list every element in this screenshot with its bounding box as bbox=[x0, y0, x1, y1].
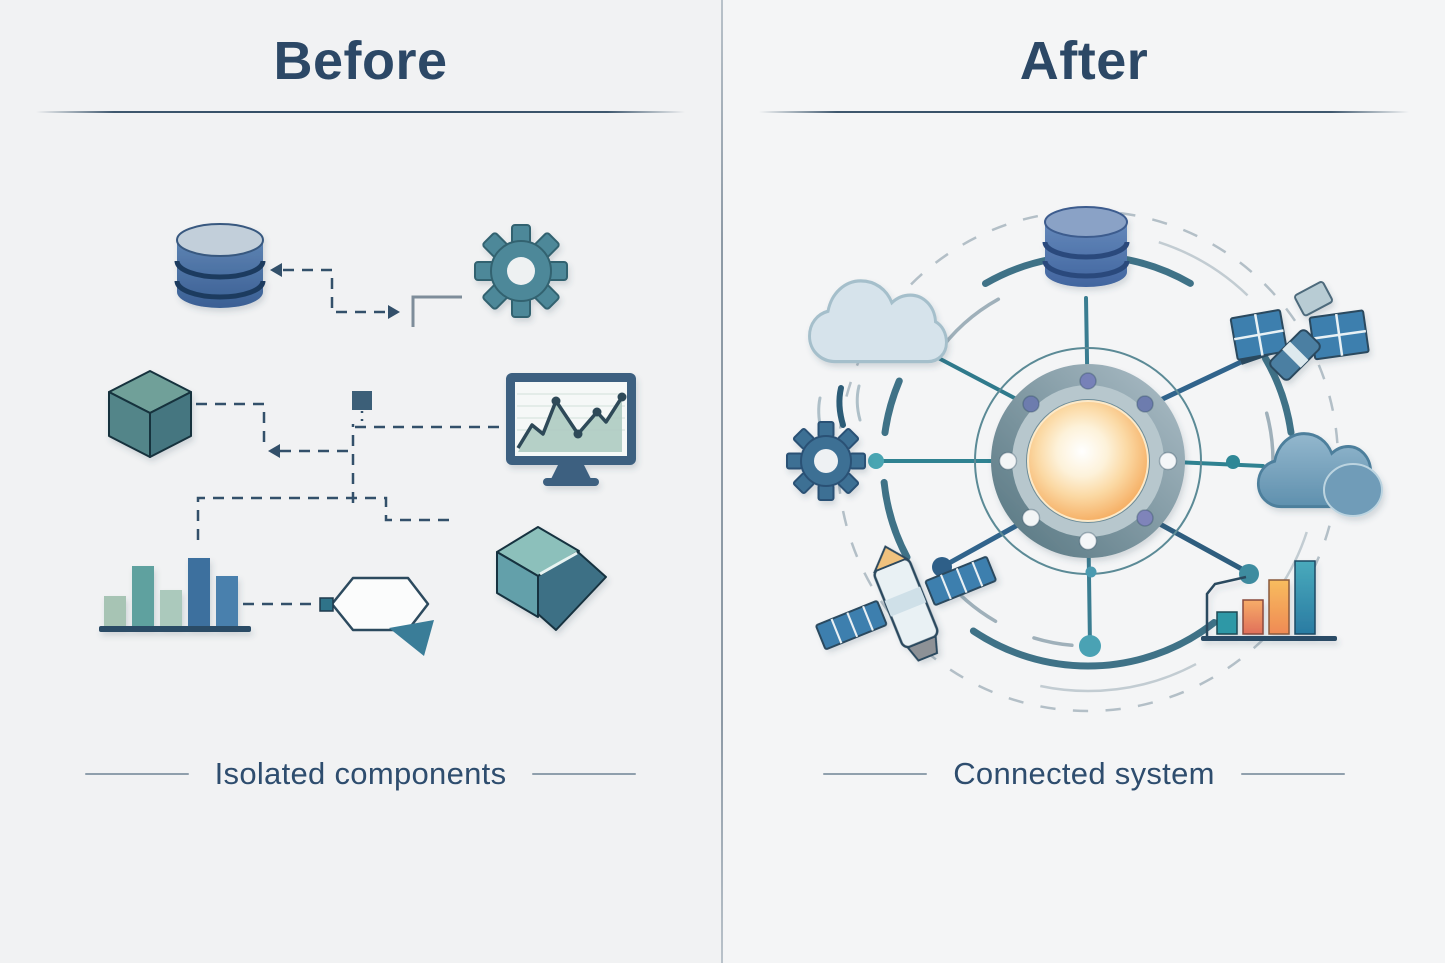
gear-icon bbox=[786, 421, 866, 501]
caption-line-right bbox=[532, 773, 637, 775]
dashed-connectors bbox=[196, 268, 503, 606]
solar-satellite-icon bbox=[1229, 281, 1370, 381]
after-caption: Connected system bbox=[953, 756, 1215, 791]
hexagon-flowchart-icon bbox=[319, 576, 434, 656]
bar-chart-icon bbox=[99, 558, 251, 632]
before-caption: Isolated components bbox=[214, 756, 507, 791]
after-caption-row: Connected system bbox=[723, 756, 1445, 792]
after-panel: After bbox=[723, 0, 1445, 963]
hub-node-dots bbox=[998, 372, 1178, 551]
database-icon bbox=[174, 223, 266, 308]
connector-arrowheads bbox=[268, 263, 400, 458]
package-box-icon bbox=[496, 526, 607, 631]
monitor-chart-icon bbox=[506, 373, 636, 486]
cube-icon bbox=[108, 370, 192, 458]
after-illustration bbox=[786, 206, 1383, 713]
after-title: After bbox=[1019, 31, 1149, 91]
cloud-icon-right bbox=[1256, 432, 1383, 517]
caption-line-left bbox=[823, 773, 928, 775]
corner-bracket-line bbox=[411, 295, 462, 327]
caption-line-right bbox=[1240, 773, 1345, 775]
gear-icon bbox=[474, 224, 568, 318]
after-title-underline bbox=[759, 111, 1409, 113]
bar-chart-icon bbox=[1201, 560, 1337, 641]
database-icon bbox=[1042, 206, 1130, 287]
small-square-node bbox=[352, 391, 372, 410]
before-panel: Before bbox=[0, 0, 721, 963]
cloud-icon-top-left bbox=[807, 279, 949, 364]
before-illustration bbox=[99, 223, 636, 656]
central-hub-orb bbox=[991, 364, 1185, 558]
panel-divider bbox=[721, 0, 723, 963]
caption-line-left bbox=[84, 773, 189, 775]
before-caption-row: Isolated components bbox=[0, 756, 721, 792]
before-title-underline bbox=[36, 111, 685, 113]
satellite-icon bbox=[815, 545, 997, 662]
before-title: Before bbox=[273, 31, 448, 91]
